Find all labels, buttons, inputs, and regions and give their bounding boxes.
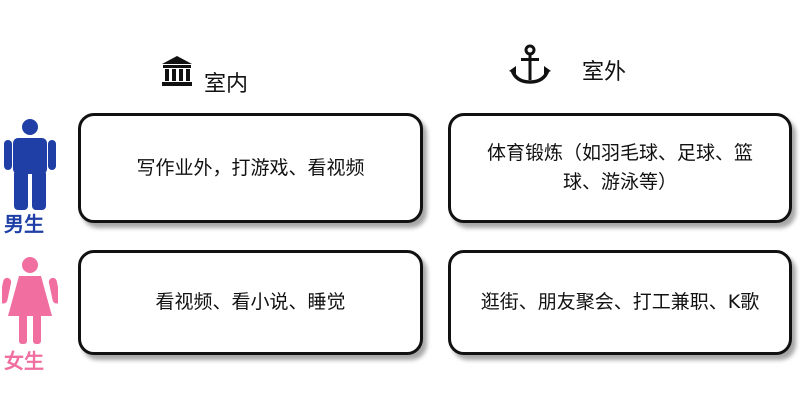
male-person-icon [0, 118, 60, 214]
cell-female-outdoor: 逛街、朋友聚会、打工兼职、K歌 [448, 250, 792, 355]
building-icon [160, 54, 194, 92]
gender-label-female: 女生 [4, 349, 44, 373]
cell-text: 看视频、看小说、睡觉 [155, 291, 346, 313]
female-person-icon [0, 256, 61, 348]
cell-male-indoor: 写作业外，打游戏、看视频 [78, 113, 423, 223]
column-header-outdoor: 室外 [508, 44, 626, 92]
anchor-icon [508, 44, 552, 92]
cell-male-outdoor: 体育锻炼（如羽毛球、足球、篮球、游泳等） [448, 113, 792, 223]
cell-text: 写作业外，打游戏、看视频 [136, 156, 365, 179]
cell-text: 逛街、朋友聚会、打工兼职、K歌 [480, 291, 760, 313]
gender-label-male: 男生 [4, 212, 44, 236]
cell-text: 体育锻炼（如羽毛球、足球、篮球、游泳等） [486, 142, 753, 193]
column-label-outdoor: 室外 [582, 60, 627, 85]
cell-female-indoor: 看视频、看小说、睡觉 [78, 250, 423, 355]
column-label-indoor: 室内 [204, 72, 249, 97]
column-header-indoor: 室内 [160, 48, 248, 98]
